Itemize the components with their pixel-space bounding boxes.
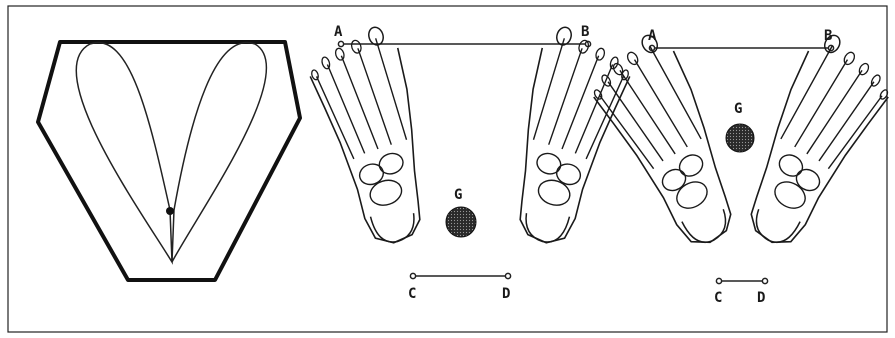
label-d: D — [757, 290, 765, 306]
center-of-gravity-g — [726, 124, 754, 152]
point-c — [716, 278, 721, 283]
point-d — [505, 273, 510, 278]
left-foot-skeleton — [302, 22, 455, 251]
label-a: A — [334, 24, 343, 40]
panel-middle: A B G C D — [302, 22, 638, 302]
panel-right: A B G C D — [580, 28, 895, 306]
panel-left — [38, 42, 300, 280]
right-foot-outline — [172, 43, 266, 262]
label-g: G — [454, 187, 462, 203]
center-of-gravity-g — [446, 207, 476, 237]
point-d — [762, 278, 767, 283]
figure-frame — [8, 6, 887, 332]
left-foot-outline — [76, 43, 172, 262]
point-a — [338, 41, 343, 46]
center-of-gravity-dot — [166, 207, 174, 215]
point-c — [410, 273, 415, 278]
label-c: C — [714, 290, 722, 306]
label-d: D — [502, 286, 510, 302]
label-b: B — [581, 24, 589, 40]
right-foot-skeleton — [485, 22, 638, 251]
label-c: C — [408, 286, 416, 302]
label-g: G — [734, 101, 742, 117]
